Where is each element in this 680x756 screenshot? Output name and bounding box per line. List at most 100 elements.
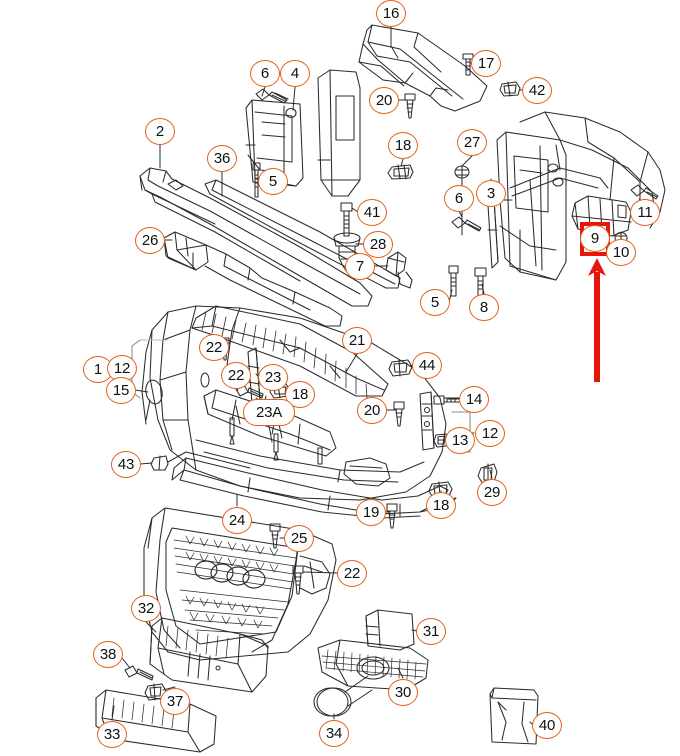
callout-28[interactable]: 28 — [363, 230, 393, 258]
callout-label: 25 — [290, 529, 308, 547]
callout-6[interactable]: 6 — [444, 184, 474, 212]
callout-label: 13 — [451, 431, 469, 449]
callout-label: 41 — [363, 203, 381, 221]
callout-label: 38 — [99, 645, 117, 663]
callout-24[interactable]: 24 — [222, 506, 252, 534]
callout-label: 4 — [290, 64, 300, 82]
callout-label: 26 — [141, 231, 159, 249]
callout-label: 34 — [325, 724, 343, 742]
callout-label: 18 — [291, 385, 309, 403]
callout-11[interactable]: 11 — [630, 198, 660, 226]
callout-label: 10 — [612, 243, 630, 261]
callout-label: 14 — [465, 390, 483, 408]
callout-label: 3 — [486, 184, 496, 202]
callout-label: 30 — [394, 683, 412, 701]
callout-7[interactable]: 7 — [345, 252, 375, 280]
callout-40[interactable]: 40 — [532, 711, 562, 739]
callout-16[interactable]: 16 — [376, 0, 406, 27]
callout-4[interactable]: 4 — [280, 59, 310, 87]
callout-13[interactable]: 13 — [445, 426, 475, 454]
callout-26[interactable]: 26 — [135, 226, 165, 254]
callout-label: 28 — [369, 235, 387, 253]
callout-label: 40 — [538, 716, 556, 734]
callout-label: 37 — [166, 692, 184, 710]
callout-label: 9 — [590, 229, 600, 247]
callout-label: 12 — [481, 424, 499, 442]
callout-23a[interactable]: 23A — [243, 398, 295, 426]
callout-label: 6 — [260, 64, 270, 82]
callout-label: 5 — [268, 172, 278, 190]
callout-label: 24 — [228, 511, 246, 529]
callout-label: 17 — [477, 54, 495, 72]
callout-8[interactable]: 8 — [469, 293, 499, 321]
callout-33[interactable]: 33 — [97, 720, 127, 748]
callout-label: 32 — [137, 599, 155, 617]
callout-19[interactable]: 19 — [356, 498, 386, 526]
callout-32[interactable]: 32 — [131, 594, 161, 622]
callout-label: 42 — [528, 81, 546, 99]
callout-3[interactable]: 3 — [476, 179, 506, 207]
callout-41[interactable]: 41 — [357, 198, 387, 226]
callout-22[interactable]: 22 — [221, 361, 251, 389]
callout-label: 11 — [637, 203, 653, 221]
callout-22[interactable]: 22 — [337, 559, 367, 587]
callout-label: 22 — [343, 564, 361, 582]
callout-label: 27 — [463, 133, 481, 151]
callout-label: 31 — [422, 622, 440, 640]
callout-label: 44 — [418, 356, 436, 374]
callout-12[interactable]: 12 — [475, 419, 505, 447]
callout-label: 1 — [93, 360, 103, 378]
callout-18[interactable]: 18 — [426, 491, 456, 519]
callout-20[interactable]: 20 — [357, 396, 387, 424]
callout-label: 33 — [103, 725, 121, 743]
callout-label: 19 — [362, 503, 380, 521]
callout-27[interactable]: 27 — [457, 128, 487, 156]
callout-label: 22 — [205, 338, 223, 356]
callout-17[interactable]: 17 — [471, 49, 501, 77]
callout-label: 43 — [117, 455, 135, 473]
callout-25[interactable]: 25 — [284, 524, 314, 552]
callout-label: 15 — [112, 381, 130, 399]
callout-label: 18 — [394, 136, 412, 154]
callout-label: 8 — [479, 298, 489, 316]
callout-10[interactable]: 10 — [606, 238, 636, 266]
callout-label: 22 — [227, 366, 245, 384]
highlight-arrow — [588, 258, 606, 382]
callout-30[interactable]: 30 — [388, 678, 418, 706]
callout-label: 5 — [430, 293, 440, 311]
callout-44[interactable]: 44 — [412, 351, 442, 379]
callout-37[interactable]: 37 — [160, 687, 190, 715]
callout-20[interactable]: 20 — [369, 86, 399, 114]
callout-14[interactable]: 14 — [459, 385, 489, 413]
callout-38[interactable]: 38 — [93, 640, 123, 668]
callout-2[interactable]: 2 — [145, 117, 175, 145]
callout-21[interactable]: 21 — [342, 326, 372, 354]
callout-15[interactable]: 15 — [106, 376, 136, 404]
callout-29[interactable]: 29 — [477, 478, 507, 506]
callout-42[interactable]: 42 — [522, 76, 552, 104]
callout-31[interactable]: 31 — [416, 617, 446, 645]
callout-9-highlighted[interactable]: 9 — [580, 224, 610, 252]
callout-label: 2 — [155, 122, 165, 140]
callout-label: 20 — [363, 401, 381, 419]
callout-label: 7 — [355, 257, 365, 275]
callout-label: 21 — [348, 331, 366, 349]
callout-22[interactable]: 22 — [199, 333, 229, 361]
callout-6[interactable]: 6 — [250, 59, 280, 87]
callout-5[interactable]: 5 — [420, 288, 450, 316]
callout-34[interactable]: 34 — [319, 719, 349, 747]
callout-label: 36 — [213, 149, 231, 167]
callout-label: 23 — [264, 368, 282, 386]
callout-label: 16 — [382, 4, 400, 22]
callout-5[interactable]: 5 — [258, 167, 288, 195]
callout-label: 20 — [375, 91, 393, 109]
callout-43[interactable]: 43 — [111, 450, 141, 478]
callout-label: 18 — [432, 496, 450, 514]
callout-23[interactable]: 23 — [258, 363, 288, 391]
callout-18[interactable]: 18 — [388, 131, 418, 159]
callout-label: 6 — [454, 189, 464, 207]
callout-label: 12 — [113, 359, 131, 377]
callout-label: 29 — [483, 483, 501, 501]
callout-36[interactable]: 36 — [207, 144, 237, 172]
